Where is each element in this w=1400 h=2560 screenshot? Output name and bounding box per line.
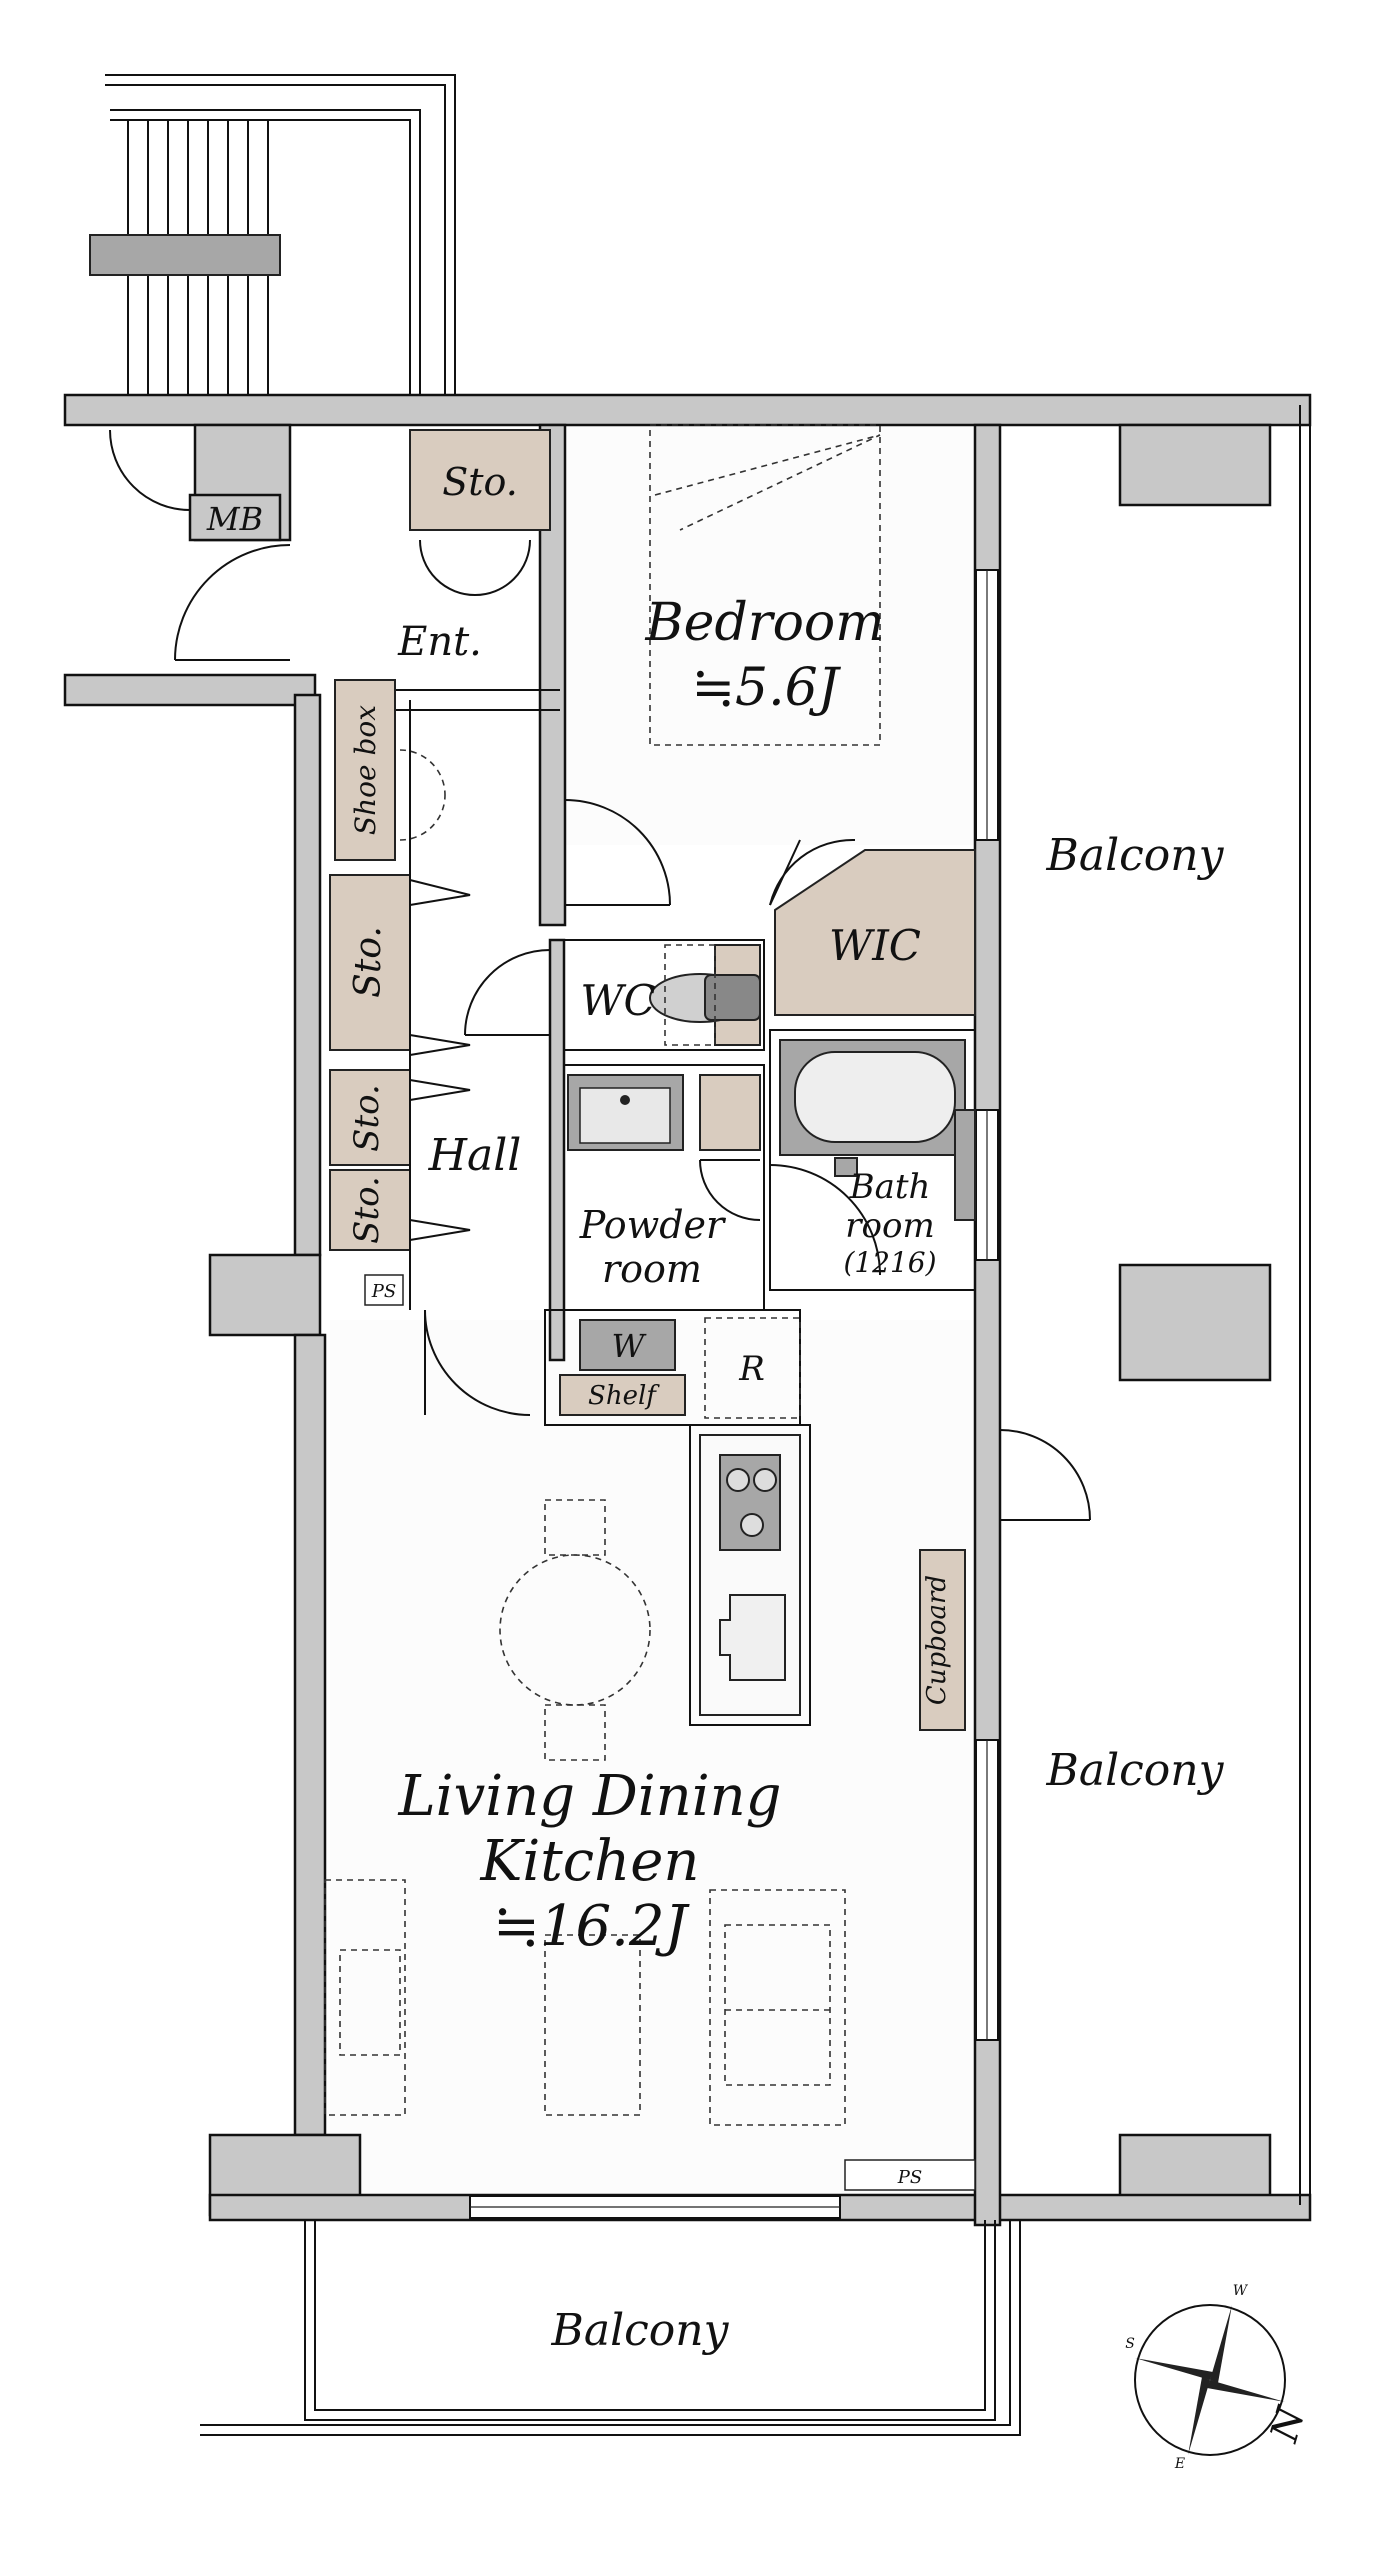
hall-label: Hall	[428, 1130, 522, 1181]
storage-top-label: Sto.	[442, 460, 518, 504]
refrigerator-label: R	[738, 1349, 765, 1389]
wic-area: WIC	[769, 838, 976, 1016]
storage-left-2-label: Sto.	[347, 1084, 387, 1152]
shelf-label: Shelf	[588, 1381, 660, 1411]
exterior-walls	[63, 393, 1312, 2227]
compass-south: S	[1125, 2336, 1135, 2352]
wc-label: WC	[580, 976, 655, 1025]
mb-label: MB	[206, 500, 263, 538]
bedroom-area: Bedroom ≒5.6J	[564, 424, 885, 920]
wc-area: WC	[563, 939, 765, 1051]
ldk-label-2: Kitchen	[480, 1829, 700, 1894]
powder-room-label-1: Powder	[579, 1203, 727, 1247]
ldk-label-1: Living Dining	[397, 1764, 781, 1829]
balcony-middle-label: Balcony	[1046, 1745, 1225, 1796]
cupboard-area: Cupboard	[919, 1429, 1091, 1731]
wic-label: WIC	[829, 921, 921, 970]
ps-top-label: PS	[371, 1281, 396, 1302]
bathroom-label-2: room	[845, 1206, 934, 1246]
entrance-area: Sto. MB Ent.	[109, 429, 560, 711]
storage-left-1-label: Sto.	[348, 926, 389, 998]
washer-label: W	[612, 1327, 648, 1365]
ldk-area: Living Dining Kitchen ≒16.2J PS	[324, 1499, 976, 2191]
bathroom-area: Bath room (1216)	[769, 1029, 976, 1291]
compass-west: W	[1233, 2283, 1249, 2299]
hall-area: Hall	[424, 938, 566, 1416]
ps-bottom-label: PS	[897, 2167, 922, 2188]
ldk-size: ≒16.2J	[493, 1894, 691, 1959]
exterior-stair	[89, 74, 456, 400]
windows	[469, 569, 999, 2219]
balconies: Balcony Balcony Balcony	[200, 830, 1225, 2436]
bedroom-label: Bedroom	[644, 593, 884, 653]
powder-room-label-2: room	[602, 1247, 702, 1291]
compass-north: N	[1261, 2401, 1313, 2448]
kitchen-counter	[689, 1424, 811, 1726]
cupboard-label: Cupboard	[922, 1575, 952, 1705]
powder-room-area: Powder room	[563, 1064, 765, 1311]
bathroom-size: (1216)	[843, 1246, 936, 1279]
left-storage: Shoe box Sto. Sto. Sto. PS	[329, 679, 471, 1310]
compass-east: E	[1174, 2456, 1185, 2472]
balcony-bottom-label: Balcony	[551, 2305, 730, 2356]
balcony-upper-label: Balcony	[1046, 830, 1225, 881]
bathroom-label-1: Bath	[849, 1167, 931, 1207]
utility-area: W Shelf R	[544, 1309, 801, 1426]
storage-left-3-label: Sto.	[347, 1176, 387, 1244]
bedroom-size: ≒5.6J	[691, 658, 841, 718]
compass: W S E N	[1125, 2283, 1314, 2472]
shoe-box-label: Shoe box	[349, 705, 382, 835]
entrance-label: Ent.	[397, 619, 482, 665]
